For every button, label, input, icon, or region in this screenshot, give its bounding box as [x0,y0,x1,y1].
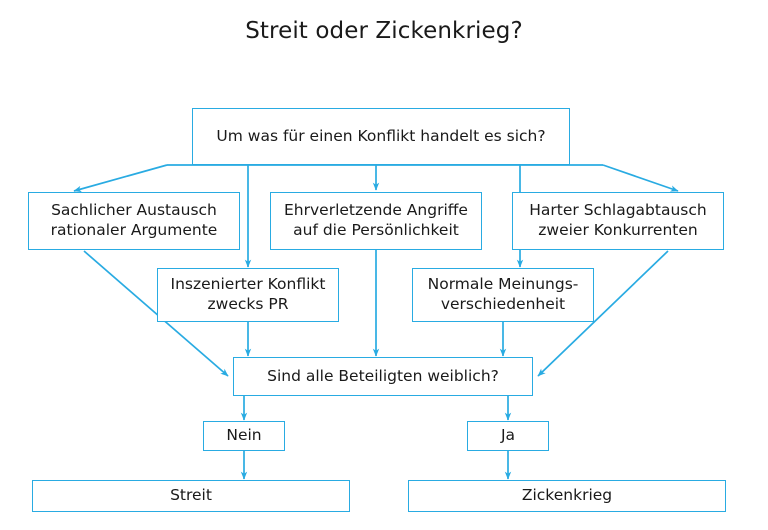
node-decision-weiblich[interactable]: Sind alle Beteiligten weiblich? [233,357,533,396]
node-inszenierter-konflikt[interactable]: Inszenierter Konflikt zwecks PR [157,268,339,322]
node-answer-nein[interactable]: Nein [203,421,285,451]
node-label: Normale Meinungs- verschiedenheit [427,275,579,313]
node-label: Sachlicher Austausch rationaler Argument… [50,201,218,239]
node-label: Sind alle Beteiligten weiblich? [267,366,499,385]
node-branch-harter-schlagabtausch[interactable]: Harter Schlagabtausch zweier Konkurrente… [512,192,724,250]
node-normale-meinungsverschiedenheit[interactable]: Normale Meinungs- verschiedenheit [412,268,594,322]
page-title: Streit oder Zickenkrieg? [245,18,523,44]
edge-top-to-branch-a [73,164,168,193]
node-label: Inszenierter Konflikt zwecks PR [170,275,326,313]
node-branch-sachlicher-austausch[interactable]: Sachlicher Austausch rationaler Argument… [28,192,240,250]
node-question-root[interactable]: Um was für einen Konflikt handelt es sic… [192,108,570,165]
edge-top-to-branch-c [602,164,679,192]
node-result-streit[interactable]: Streit [32,480,350,512]
node-label: Zickenkrieg [521,486,613,505]
node-result-zickenkrieg[interactable]: Zickenkrieg [408,480,726,512]
node-label: Streit [170,486,212,505]
node-label: Nein [226,426,262,445]
edge-branch-a-to-decision [83,250,229,377]
edge-branch-c-to-decision [537,250,669,377]
node-label: Harter Schlagabtausch zweier Konkurrente… [529,201,707,239]
node-label: Um was für einen Konflikt handelt es sic… [216,126,546,145]
node-label: Ehrverletzende Angriffe auf die Persönli… [284,201,468,239]
node-answer-ja[interactable]: Ja [467,421,549,451]
node-branch-ehrverletzende-angriffe[interactable]: Ehrverletzende Angriffe auf die Persönli… [270,192,482,250]
node-label: Ja [500,426,516,445]
